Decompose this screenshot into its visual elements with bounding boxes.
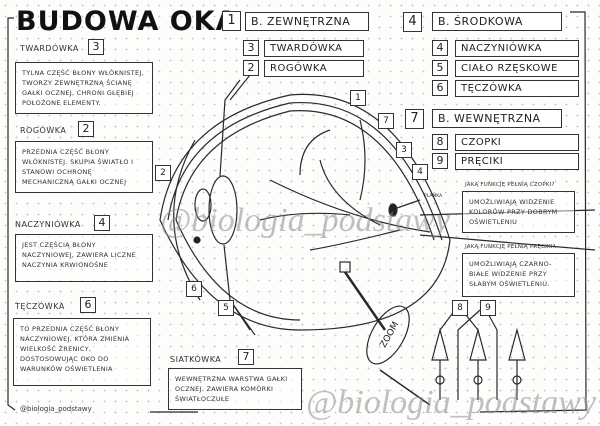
middle-item-num: 4: [432, 40, 448, 56]
plamka-dot: [388, 203, 398, 217]
middle-item-label: NACZYNIÓWKA: [455, 40, 579, 57]
page-title: BUDOWA OKA: [16, 6, 238, 37]
diagram-label: 1: [350, 90, 366, 106]
zoom-source-box: [339, 261, 351, 273]
teczowka-num: 6: [80, 297, 96, 313]
rogowka-description: PRZEDNIA CZĘŚĆ BŁONY WŁÓKNISTEJ. SKUPIA …: [15, 141, 153, 193]
middle-item-num: 6: [432, 80, 448, 96]
twardowka-description: TYLNA CZĘŚĆ BŁONY WŁÓKNISTEJ, TWORZY ZEW…: [15, 62, 153, 114]
iris-dot: [193, 236, 201, 244]
inner-item-label: CZOPKI: [455, 134, 579, 151]
diagram-label: 5: [218, 300, 234, 316]
diagram-label: 8: [452, 300, 468, 316]
diagram-label: 7: [378, 113, 394, 129]
plamka-label: PLAMKA: [424, 194, 443, 199]
answer-preciki: UMOŻLIWIAJĄ CZARNO-BIAŁE WIDZENIE PRZY S…: [462, 253, 575, 297]
rogowka-num: 2: [78, 121, 94, 137]
rogowka-label: ROGÓWKA: [20, 126, 67, 135]
inner-item-num: 8: [432, 134, 448, 150]
siatkowka-description: WEWNĘTRZNA WARSTWA GAŁKI OCZNEJ. ZAWIERA…: [168, 368, 302, 410]
naczyniowka-description: JEST CZĘŚCIĄ BŁONY NACZYNIOWEJ, ZAWIERA …: [15, 234, 153, 282]
cell-nucleus: [512, 375, 522, 385]
answer-czopki: UMOŻLIWIAJĄ WIDZENIE KOLORÓW PRZY DOBRYM…: [462, 191, 575, 233]
twardowka-num: 3: [88, 39, 104, 55]
cell-nucleus: [473, 375, 483, 385]
cornea: [173, 139, 201, 301]
siatkowka-label: SIATKÓWKA: [170, 355, 222, 364]
cone-cell: [431, 327, 449, 400]
teczowka-description: TO PRZEDNIA CZĘŚĆ BŁONY NACZYNIOWEJ, KTÓ…: [13, 318, 151, 386]
cone-cell: [469, 327, 487, 400]
teczowka-label: TĘCZÓWKA: [15, 302, 65, 311]
label-pointers: [439, 309, 498, 331]
diagram-label: 3: [396, 142, 412, 158]
lens: [208, 175, 238, 245]
plamka-pointer: [396, 199, 421, 209]
zoom-arrow: [343, 271, 387, 331]
middle-title: B. ŚRODKOWA: [432, 12, 562, 31]
outer-num: 1: [222, 11, 241, 31]
diagram-label: 4: [412, 164, 428, 180]
middle-num: 4: [403, 12, 422, 32]
middle-item-num: 5: [432, 60, 448, 76]
inner-num: 7: [405, 109, 424, 129]
outer-item-label: ROGÓWKA: [264, 60, 364, 77]
diagram-label: 6: [186, 281, 202, 297]
outer-item-label: TWARDÓWKA: [264, 40, 364, 57]
question-preciki: JAKĄ FUNKCJĘ PEŁNIĄ PRĘCIKI?: [465, 244, 556, 250]
outer-item-num: 2: [243, 60, 259, 76]
inner-item-label: PRĘCIKI: [455, 153, 579, 170]
cell-nucleus: [435, 375, 445, 385]
blood-vessels: [259, 119, 431, 251]
middle-item-label: TĘCZÓWKA: [455, 80, 579, 97]
left-frame: [7, 17, 198, 413]
footer-handle: @biologia_podstawy: [20, 405, 92, 413]
outer-item-num: 3: [243, 40, 259, 56]
cone-cell: [508, 327, 526, 400]
inner-title: B. WEWNĘTRZNA: [432, 109, 562, 128]
ciliary-muscle: [219, 74, 256, 336]
siatkowka-num: 7: [238, 349, 254, 365]
question-czopki: JAKĄ FUNKCJĘ PEŁNIĄ CZOPKI?: [465, 182, 555, 188]
inner-item-num: 9: [432, 153, 448, 169]
right-frame: [479, 11, 587, 413]
zoom-arrow: [379, 369, 431, 406]
twardowka-label: TWARDÓWKA: [20, 44, 79, 53]
diagram-label: 2: [155, 165, 171, 181]
watermark: @biologia_podstawy: [160, 202, 451, 239]
middle-item-label: CIAŁO RZĘSKOWE: [455, 60, 579, 77]
watermark: @biologia_podstawy: [306, 384, 597, 421]
outer-title: B. ZEWNĘTRZNA: [245, 12, 369, 31]
diagram-label: 9: [480, 300, 496, 316]
naczyniowka-label: NACZYNIÓWKA: [15, 220, 81, 229]
naczyniowka-num: 4: [94, 215, 110, 231]
photoreceptors: [431, 309, 526, 400]
pupil: [194, 188, 212, 222]
zoom-bubble: [366, 305, 410, 365]
